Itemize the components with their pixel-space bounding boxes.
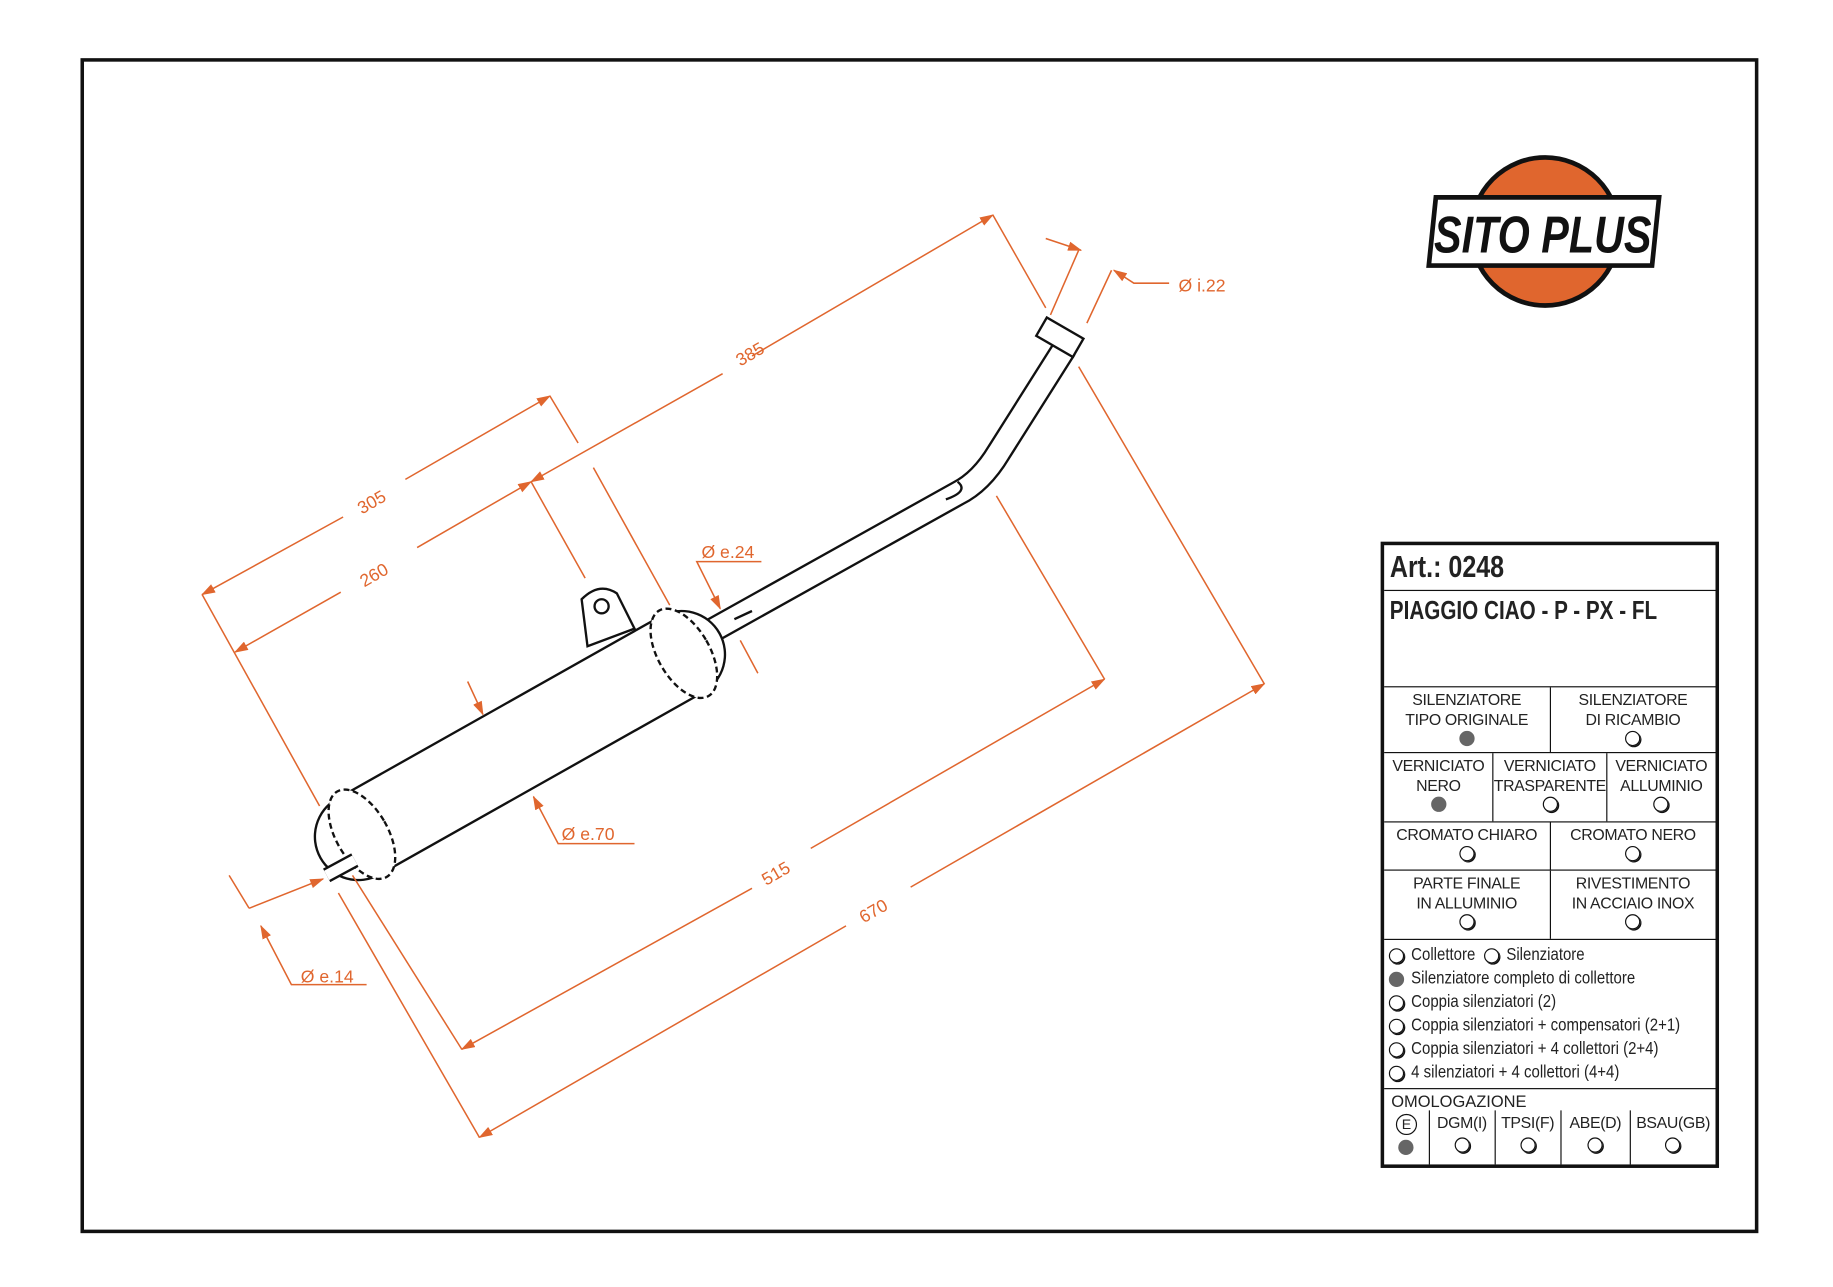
svg-text:SITO PLUS: SITO PLUS <box>1434 206 1651 263</box>
option-label: Coppia silenziatori + compensatori (2+1) <box>1411 1015 1681 1036</box>
homologation-abe[interactable]: ABE(D) <box>1559 1110 1630 1165</box>
option-label: 4 silenziatori + 4 collettori (4+4) <box>1411 1062 1620 1083</box>
radio[interactable] <box>1454 1137 1470 1153</box>
model-name: PIAGGIO CIAO - P - PX - FL <box>1389 595 1658 626</box>
radio-selected[interactable] <box>1398 1139 1414 1156</box>
list-item[interactable]: Coppia silenziatori + compensatori (2+1) <box>1388 1014 1711 1037</box>
radio[interactable] <box>1459 845 1475 862</box>
radio[interactable] <box>1653 796 1669 812</box>
list-item[interactable]: 4 silenziatori + 4 collettori (4+4) <box>1388 1061 1711 1085</box>
sheet-border <box>80 58 1759 1234</box>
option-label: Silenziatore completo di collettore <box>1411 968 1636 989</box>
option-label: Coppia silenziatori + 4 collettori (2+4) <box>1411 1038 1659 1059</box>
option-label: DI RICAMBIO <box>1585 710 1681 729</box>
option-collettore: Collettore <box>1411 944 1476 965</box>
radio[interactable] <box>1625 914 1641 930</box>
finish-options-row: PARTE FINALE IN ALLUMINIO RIVESTIMENTO IN … <box>1384 869 1716 939</box>
option-label: CROMATO NERO <box>1570 826 1696 844</box>
homologation-tpsi[interactable]: TPSI(F) <box>1494 1110 1560 1165</box>
dim-515: 515 <box>758 857 794 889</box>
dim-260: 260 <box>356 559 392 591</box>
option-label: PARTE FINALE <box>1413 874 1521 892</box>
radio[interactable] <box>1625 845 1641 862</box>
homologation-dgm[interactable]: DGM(I) <box>1428 1110 1495 1165</box>
option-label: TRASPARENTE <box>1493 776 1607 795</box>
option-label: IN ACCIAIO INOX <box>1571 894 1695 912</box>
dim-dia-e24: Ø e.24 <box>701 542 754 562</box>
option-label: NERO <box>1416 776 1461 795</box>
homologation-e[interactable]: E <box>1384 1110 1428 1164</box>
radio-selected[interactable] <box>1388 971 1405 987</box>
option-label: SILENZIATORE <box>1412 690 1522 709</box>
radio[interactable] <box>1484 947 1500 963</box>
option-cromato-chiaro[interactable]: CROMATO CHIARO <box>1384 822 1549 869</box>
option-label: TPSI(F) <box>1501 1113 1555 1132</box>
homologation-section: OMOLOGAZIONE E DGM(I) TPSI(F) ABE(D) BSA… <box>1384 1088 1716 1165</box>
radio[interactable] <box>1542 796 1558 812</box>
homologation-bsau[interactable]: BSAU(GB) <box>1629 1110 1716 1165</box>
dim-305: 305 <box>354 486 390 518</box>
option-label: VERNICIATO <box>1392 756 1485 775</box>
option-label: ALLUMINIO <box>1620 776 1703 795</box>
dimension-lines <box>201 214 1266 1139</box>
list-item[interactable]: Coppia silenziatori (2) <box>1388 991 1711 1015</box>
radio-selected[interactable] <box>1459 730 1475 747</box>
option-label: ABE(D) <box>1569 1113 1622 1132</box>
e-mark-icon: E <box>1395 1113 1417 1136</box>
radio[interactable] <box>1388 1018 1405 1034</box>
radio-selected[interactable] <box>1430 796 1446 812</box>
radio[interactable] <box>1388 1065 1405 1081</box>
option-label: TIPO ORIGINALE <box>1405 710 1529 729</box>
option-label: DGM(I) <box>1436 1113 1487 1132</box>
dim-385: 385 <box>732 338 768 370</box>
list-item[interactable]: Coppia silenziatori + 4 collettori (2+4) <box>1388 1038 1711 1062</box>
option-label: CROMATO CHIARO <box>1396 826 1538 844</box>
radio[interactable] <box>1519 1137 1536 1153</box>
art-label: Art.: <box>1389 548 1442 584</box>
option-parte-finale-alluminio[interactable]: PARTE FINALE IN ALLUMINIO <box>1384 871 1549 939</box>
option-label: SILENZIATORE <box>1578 690 1688 709</box>
radio[interactable] <box>1388 947 1405 963</box>
chrome-options-row: CROMATO CHIARO CROMATO NERO <box>1384 821 1716 870</box>
radio[interactable] <box>1665 1137 1681 1153</box>
list-item[interactable]: Silenziatore completo di collettore <box>1388 967 1711 991</box>
radio[interactable] <box>1587 1137 1603 1153</box>
dim-dia-e14: Ø e.14 <box>301 966 354 986</box>
option-rivestimento-inox[interactable]: RIVESTIMENTO IN ACCIAIO INOX <box>1549 870 1715 939</box>
radio[interactable] <box>1388 994 1405 1010</box>
article-number: Art.: 0248 <box>1384 545 1656 590</box>
radio[interactable] <box>1625 730 1641 747</box>
art-number: 0248 <box>1448 548 1505 584</box>
option-silenziatore: Silenziatore <box>1506 944 1585 965</box>
option-label: Coppia silenziatori (2) <box>1411 991 1557 1012</box>
sito-plus-logo: SITO PLUS <box>1426 155 1662 308</box>
radio[interactable] <box>1459 914 1475 930</box>
dim-670: 670 <box>856 895 892 927</box>
homologation-title: OMOLOGAZIONE <box>1391 1091 1527 1111</box>
list-item[interactable]: Collettore Silenziatore <box>1388 944 1711 968</box>
composition-list: Collettore Silenziatore Silenziatore comp… <box>1384 938 1716 1088</box>
spec-table: Art.: 0248 PIAGGIO CIAO - P - PX - FL SI… <box>1380 541 1720 1168</box>
exhaust-part <box>313 315 1086 883</box>
option-label: VERNICIATO <box>1615 756 1708 775</box>
option-label: VERNICIATO <box>1503 756 1596 775</box>
option-label: BSAU(GB) <box>1636 1113 1711 1132</box>
option-label: RIVESTIMENTO <box>1575 874 1691 892</box>
radio[interactable] <box>1388 1041 1405 1057</box>
option-cromato-nero[interactable]: CROMATO NERO <box>1549 822 1715 870</box>
dim-dia-e70: Ø e.70 <box>562 824 615 844</box>
dim-dia-i22: Ø i.22 <box>1179 275 1226 295</box>
option-label: IN ALLUMINIO <box>1416 894 1518 912</box>
